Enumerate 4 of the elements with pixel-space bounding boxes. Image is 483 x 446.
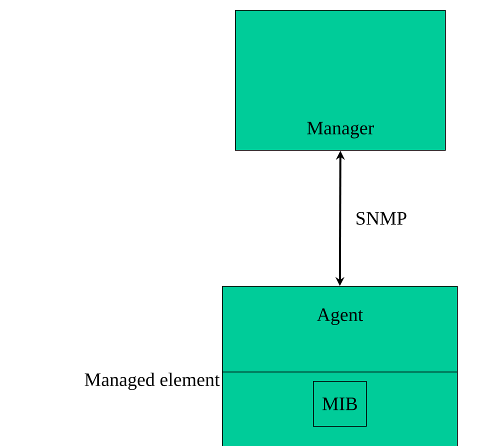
edge-label: SNMP: [354, 211, 408, 226]
side-label: Managed element: [84, 372, 220, 390]
manager-box: Manager: [235, 10, 446, 151]
mib-box: MIB: [313, 381, 367, 427]
